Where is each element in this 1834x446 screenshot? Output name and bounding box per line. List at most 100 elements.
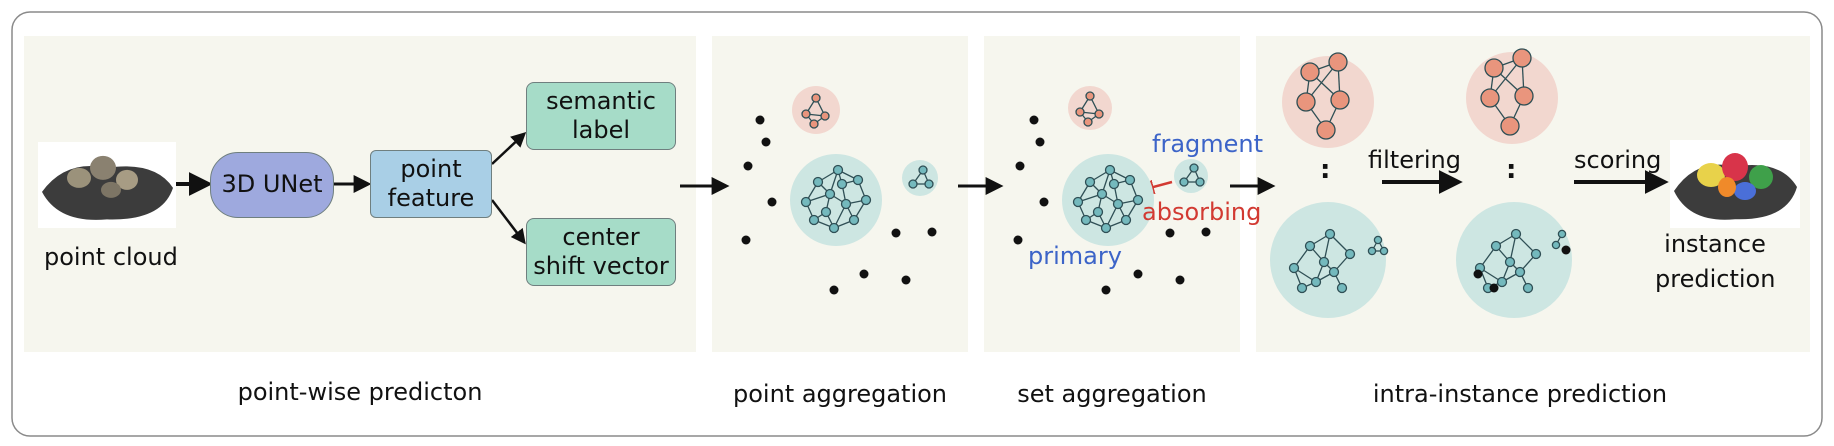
ii-salmon-cluster-2-node-1	[1484, 58, 1504, 78]
vertical-dots-1: :	[1320, 155, 1331, 185]
instance-prediction-thumbnail-object-3	[1749, 165, 1773, 190]
center-shift-line1: center	[562, 222, 640, 251]
sa-primary-cluster-node-12	[1108, 178, 1120, 190]
ii-salmon-cluster-1-node-5	[1316, 120, 1336, 140]
pa-salmon-cluster-node-4	[809, 119, 819, 129]
ii-salmon-cluster-1	[1282, 52, 1374, 148]
ii-teal-cluster-2-node-6	[1496, 276, 1508, 288]
sa-salmon-cluster-node-1	[1085, 91, 1095, 101]
ii-noise-point-1	[1561, 245, 1571, 255]
point-cloud-input-thumbnail-object-3	[116, 169, 138, 190]
point-cloud-input-thumbnail-object-4	[101, 181, 121, 198]
ii-salmon-cluster-1-node-2	[1328, 52, 1348, 72]
sa-fragment-cluster-node-1	[1189, 163, 1199, 173]
ii-noise-point-3	[1489, 283, 1499, 293]
ii-salmon-cluster-2-node-5	[1500, 116, 1520, 136]
pa-noise-point-7	[927, 227, 937, 237]
instance-prediction-thumbnail-object-2	[1722, 153, 1748, 182]
sa-primary-cluster-node-4	[1124, 174, 1136, 186]
point-feature-box: point feature	[370, 150, 492, 218]
sa-primary-cluster-node-1	[1072, 196, 1084, 208]
sa-salmon-cluster-region	[1068, 86, 1112, 130]
sa-fragment-cluster	[1174, 159, 1208, 193]
pa-primary-cluster-node-7	[828, 222, 840, 234]
sa-noise-point-3	[1015, 161, 1025, 171]
pa-primary-cluster-node-11	[820, 206, 832, 218]
ii-fragment-1-node-1	[1373, 235, 1383, 245]
sa-noise-point-7	[1201, 227, 1211, 237]
ii-teal-cluster-2-node-5	[1514, 266, 1526, 278]
pa-primary-cluster-node-4	[852, 174, 864, 186]
sa-primary-cluster-node-8	[1080, 214, 1092, 226]
ii-fragment-1	[1367, 235, 1389, 256]
pa-fragment-cluster-region	[902, 160, 938, 196]
ii-fragment-1-node-2	[1367, 246, 1377, 256]
ii-teal-cluster-1	[1270, 202, 1386, 318]
pa-primary-cluster	[790, 154, 882, 246]
sa-fragment-cluster-region	[1174, 159, 1208, 193]
sa-fragment-cluster-node-2	[1179, 177, 1189, 187]
sa-noise-point-8	[1133, 269, 1143, 279]
pa-noise-point-2	[761, 137, 771, 147]
semantic-label-box: semantic label	[526, 82, 676, 150]
center-shift-line2: shift vector	[533, 252, 669, 280]
ii-salmon-cluster-2	[1466, 48, 1558, 144]
sa-primary-cluster-node-11	[1092, 206, 1104, 218]
instance-prediction-thumbnail-object-5	[1718, 177, 1736, 198]
arrow-feature-to-semantic	[491, 131, 527, 165]
pa-primary-cluster-node-2	[812, 176, 824, 188]
ii-noise-point-2	[1473, 269, 1483, 279]
section-title-set-aggregation: set aggregation	[1017, 380, 1207, 408]
ii-teal-cluster-1-node-1	[1288, 262, 1300, 274]
pa-noise-point-3	[743, 161, 753, 171]
sa-noise-point-1	[1029, 115, 1039, 125]
pa-salmon-cluster-node-3	[820, 111, 830, 121]
sa-salmon-cluster-node-3	[1094, 109, 1104, 119]
ii-teal-cluster-1-node-9	[1318, 256, 1330, 268]
ii-teal-cluster-2-node-3	[1510, 228, 1522, 240]
ii-salmon-cluster-1-node-3	[1296, 92, 1316, 112]
pa-primary-cluster-node-8	[808, 214, 820, 226]
sa-primary-cluster-node-9	[1096, 188, 1108, 200]
pa-noise-point-8	[859, 269, 869, 279]
ii-fragment-2-node-1	[1557, 229, 1567, 239]
sa-primary-cluster-node-6	[1120, 214, 1132, 226]
ii-salmon-cluster-1-node-4	[1330, 90, 1350, 110]
pa-noise-point-1	[755, 115, 765, 125]
sa-primary-cluster-node-2	[1084, 176, 1096, 188]
pa-salmon-cluster	[792, 86, 840, 134]
sa-primary-cluster-node-3	[1104, 164, 1116, 176]
sa-noise-point-4	[1039, 197, 1049, 207]
pa-noise-point-10	[829, 285, 839, 295]
semantic-label-line1: semantic	[546, 86, 656, 115]
fragment-label: fragment	[1152, 130, 1264, 158]
sa-salmon-cluster-node-4	[1083, 117, 1093, 127]
ii-teal-cluster-1-node-4	[1344, 248, 1356, 260]
ii-teal-cluster-1-node-7	[1296, 282, 1308, 294]
sa-noise-point-10	[1101, 285, 1111, 295]
pa-primary-cluster-node-6	[848, 214, 860, 226]
semantic-label-line2: label	[571, 116, 631, 144]
pa-noise-point-6	[891, 228, 901, 238]
ii-teal-cluster-2-node-4	[1530, 248, 1542, 260]
unet-label: 3D UNet	[221, 170, 323, 199]
sa-noise-point-9	[1175, 275, 1185, 285]
sa-salmon-cluster-node-2	[1075, 107, 1085, 117]
ii-fragment-2-node-2	[1551, 240, 1561, 250]
ii-fragment-1-node-3	[1379, 246, 1389, 256]
point-cloud-input-thumbnail-object-2	[90, 155, 116, 180]
sa-noise-point-5	[1013, 235, 1023, 245]
vertical-dots-2: :	[1506, 155, 1517, 185]
center-shift-vector-box: center shift vector	[526, 218, 676, 286]
filtering-label: filtering	[1368, 146, 1461, 174]
pa-salmon-cluster-node-1	[811, 93, 821, 103]
scoring-label: scoring	[1574, 146, 1662, 174]
instance-prediction-thumbnail-object-1	[1697, 163, 1725, 188]
arrow-feature-to-center	[491, 199, 526, 245]
ii-teal-cluster-2-node-8	[1522, 282, 1534, 294]
sa-fragment-cluster-node-3	[1195, 177, 1205, 187]
sa-primary-cluster-node-7	[1100, 222, 1112, 234]
sa-noise-point-2	[1035, 137, 1045, 147]
point-cloud-input-thumbnail-object-1	[67, 167, 91, 188]
